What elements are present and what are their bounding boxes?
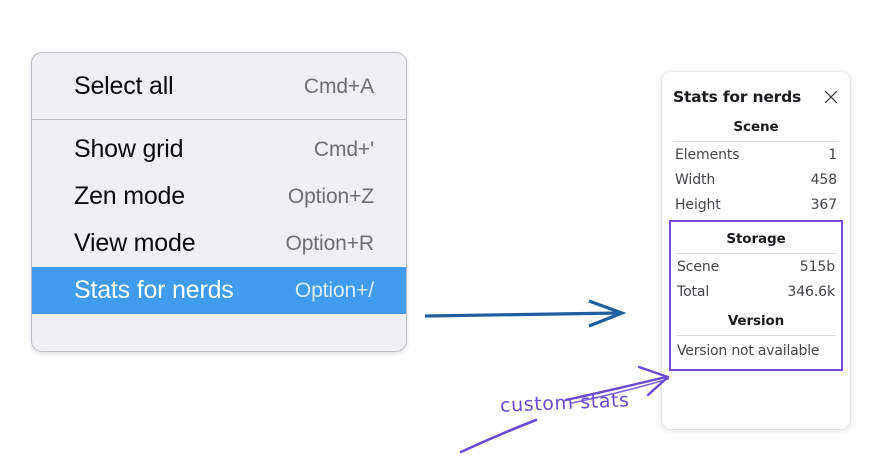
- menu-item-zen-mode[interactable]: Zen mode Option+Z: [32, 173, 406, 220]
- menu-group-2: Show grid Cmd+' Zen mode Option+Z View m…: [32, 120, 406, 321]
- stat-key: Scene: [677, 259, 720, 275]
- menu-separator: [32, 119, 406, 120]
- menu-item-shortcut: Cmd+A: [303, 75, 374, 98]
- menu-item-show-grid[interactable]: Show grid Cmd+': [32, 126, 406, 173]
- section-heading-scene: Scene: [733, 119, 779, 135]
- menu-item-label: Select all: [74, 72, 174, 100]
- menu-item-select-all[interactable]: Select all Cmd+A: [32, 63, 406, 110]
- stat-key: Width: [675, 172, 716, 188]
- menu-item-shortcut: Option+R: [285, 232, 374, 255]
- menu-item-label: Zen mode: [74, 182, 185, 210]
- context-menu[interactable]: Select all Cmd+A Show grid Cmd+' Zen mod…: [31, 52, 407, 352]
- menu-item-shortcut: Cmd+': [313, 138, 374, 161]
- menu-item-label: Show grid: [74, 135, 184, 163]
- menu-item-shortcut: Option+/: [294, 279, 374, 302]
- menu-group-1: Select all Cmd+A: [32, 53, 406, 119]
- stat-value: 515b: [799, 259, 835, 275]
- section-divider: [674, 141, 838, 142]
- menu-item-shortcut: Option+Z: [287, 185, 374, 208]
- close-icon[interactable]: [823, 89, 839, 105]
- purple-arrow: [564, 365, 670, 404]
- menu-item-label: Stats for nerds: [74, 276, 234, 304]
- stat-value: 346.6k: [787, 284, 835, 300]
- section-divider: [676, 335, 836, 336]
- stat-row-elements: Elements 1: [673, 142, 839, 167]
- handwritten-note: custom stats: [499, 389, 630, 417]
- section-heading-version: Version: [727, 313, 785, 329]
- stat-value: 367: [810, 197, 838, 213]
- stats-for-nerds-panel: Stats for nerds Scene Elements 1 Width 4…: [662, 72, 850, 429]
- menu-item-view-mode[interactable]: View mode Option+R: [32, 220, 406, 267]
- stat-row-storage-scene: Scene 515b: [675, 254, 837, 279]
- menu-item-stats-for-nerds[interactable]: Stats for nerds Option+/: [32, 267, 406, 314]
- version-value: Version not available: [677, 343, 820, 359]
- stat-row-height: Height 367: [673, 192, 839, 217]
- stat-value: 1: [828, 147, 837, 163]
- stat-row-storage-total: Total 346.6k: [675, 279, 837, 304]
- stat-key: Total: [677, 284, 710, 300]
- stat-key: Height: [675, 197, 721, 213]
- stat-row-width: Width 458: [673, 167, 839, 192]
- section-heading-storage: Storage: [726, 231, 786, 247]
- purple-underline-stroke: [459, 418, 538, 454]
- section-divider: [676, 253, 836, 254]
- blue-arrow: [424, 299, 627, 328]
- stat-value: 458: [810, 172, 838, 188]
- stat-key: Elements: [675, 147, 740, 163]
- menu-item-label: View mode: [74, 229, 196, 257]
- custom-stats-highlight-box: Storage Scene 515b Total 346.6k Version …: [669, 220, 843, 371]
- panel-title: Stats for nerds: [673, 88, 802, 106]
- panel-header: Stats for nerds: [673, 72, 839, 110]
